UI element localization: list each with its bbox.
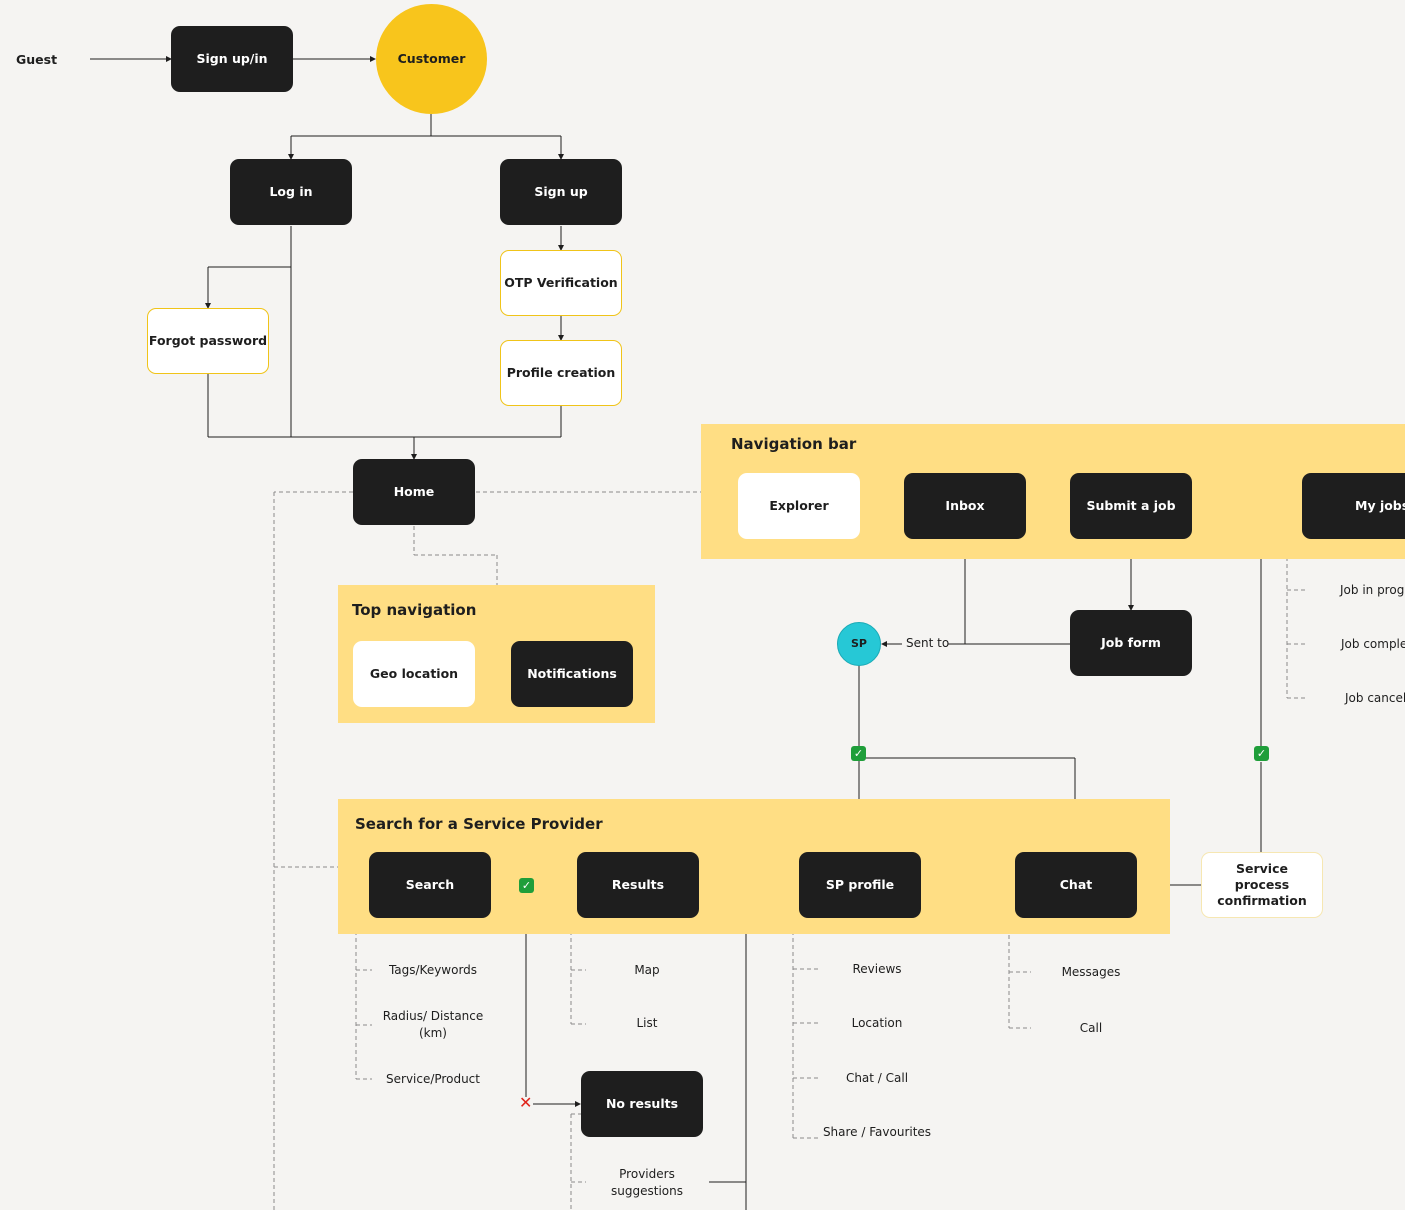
chat-item[interactable]: Messages bbox=[1061, 965, 1121, 979]
otp-verification-node[interactable]: OTP Verification bbox=[500, 250, 622, 316]
sp-profile-node[interactable]: SP profile bbox=[799, 852, 921, 918]
explorer-node[interactable]: Explorer bbox=[738, 473, 860, 539]
home-node[interactable]: Home bbox=[353, 459, 475, 525]
service-confirmation-node[interactable]: Service process confirmation bbox=[1201, 852, 1323, 918]
search-filter-item[interactable]: Radius/ Distance (km) bbox=[382, 1009, 484, 1040]
no-results-item[interactable]: Providers suggestions bbox=[611, 1167, 683, 1198]
navigation-bar-title: Navigation bar bbox=[731, 435, 857, 453]
sent-to-label: Sent to bbox=[906, 636, 950, 650]
sp-circle-node[interactable]: SP bbox=[837, 622, 881, 666]
check-badge-icon: ✓ bbox=[851, 746, 866, 761]
sp-profile-item[interactable]: Location bbox=[851, 1016, 903, 1030]
my-jobs-item[interactable]: Job cancell bbox=[1345, 691, 1405, 705]
inbox-node[interactable]: Inbox bbox=[904, 473, 1026, 539]
my-jobs-item[interactable]: Job comple bbox=[1341, 637, 1405, 651]
chat-node[interactable]: Chat bbox=[1015, 852, 1137, 918]
cross-mark-icon: ✕ bbox=[519, 1093, 533, 1112]
my-jobs-label: My jobs bbox=[1355, 498, 1405, 513]
sp-profile-item[interactable]: Share / Favourites bbox=[822, 1125, 932, 1139]
sp-profile-item[interactable]: Reviews bbox=[852, 962, 902, 976]
top-navigation-title: Top navigation bbox=[352, 601, 477, 619]
sign-up-node[interactable]: Sign up bbox=[500, 159, 622, 225]
results-view-item[interactable]: List bbox=[636, 1016, 658, 1030]
forgot-password-node[interactable]: Forgot password bbox=[147, 308, 269, 374]
log-in-node[interactable]: Log in bbox=[230, 159, 352, 225]
customer-node[interactable]: Customer bbox=[376, 4, 487, 114]
search-filter-item[interactable]: Tags/Keywords bbox=[388, 963, 478, 977]
check-badge-icon: ✓ bbox=[1254, 746, 1269, 761]
check-badge-icon: ✓ bbox=[519, 878, 534, 893]
chat-item[interactable]: Call bbox=[1079, 1021, 1103, 1035]
geo-location-node[interactable]: Geo location bbox=[353, 641, 475, 707]
search-group-title: Search for a Service Provider bbox=[355, 815, 603, 833]
no-results-node[interactable]: No results bbox=[581, 1071, 703, 1137]
submit-a-job-node[interactable]: Submit a job bbox=[1070, 473, 1192, 539]
notifications-node[interactable]: Notifications bbox=[511, 641, 633, 707]
my-jobs-item[interactable]: Job in progr bbox=[1340, 583, 1405, 597]
my-jobs-node[interactable]: My jobs bbox=[1302, 473, 1405, 539]
search-node[interactable]: Search bbox=[369, 852, 491, 918]
sp-profile-item[interactable]: Chat / Call bbox=[845, 1071, 909, 1085]
job-form-node[interactable]: Job form bbox=[1070, 610, 1192, 676]
profile-creation-node[interactable]: Profile creation bbox=[500, 340, 622, 406]
results-view-item[interactable]: Map bbox=[634, 963, 660, 977]
guest-label: Guest bbox=[16, 52, 58, 67]
sign-up-in-node[interactable]: Sign up/in bbox=[171, 26, 293, 92]
search-filter-item[interactable]: Service/Product bbox=[386, 1072, 480, 1086]
results-node[interactable]: Results bbox=[577, 852, 699, 918]
